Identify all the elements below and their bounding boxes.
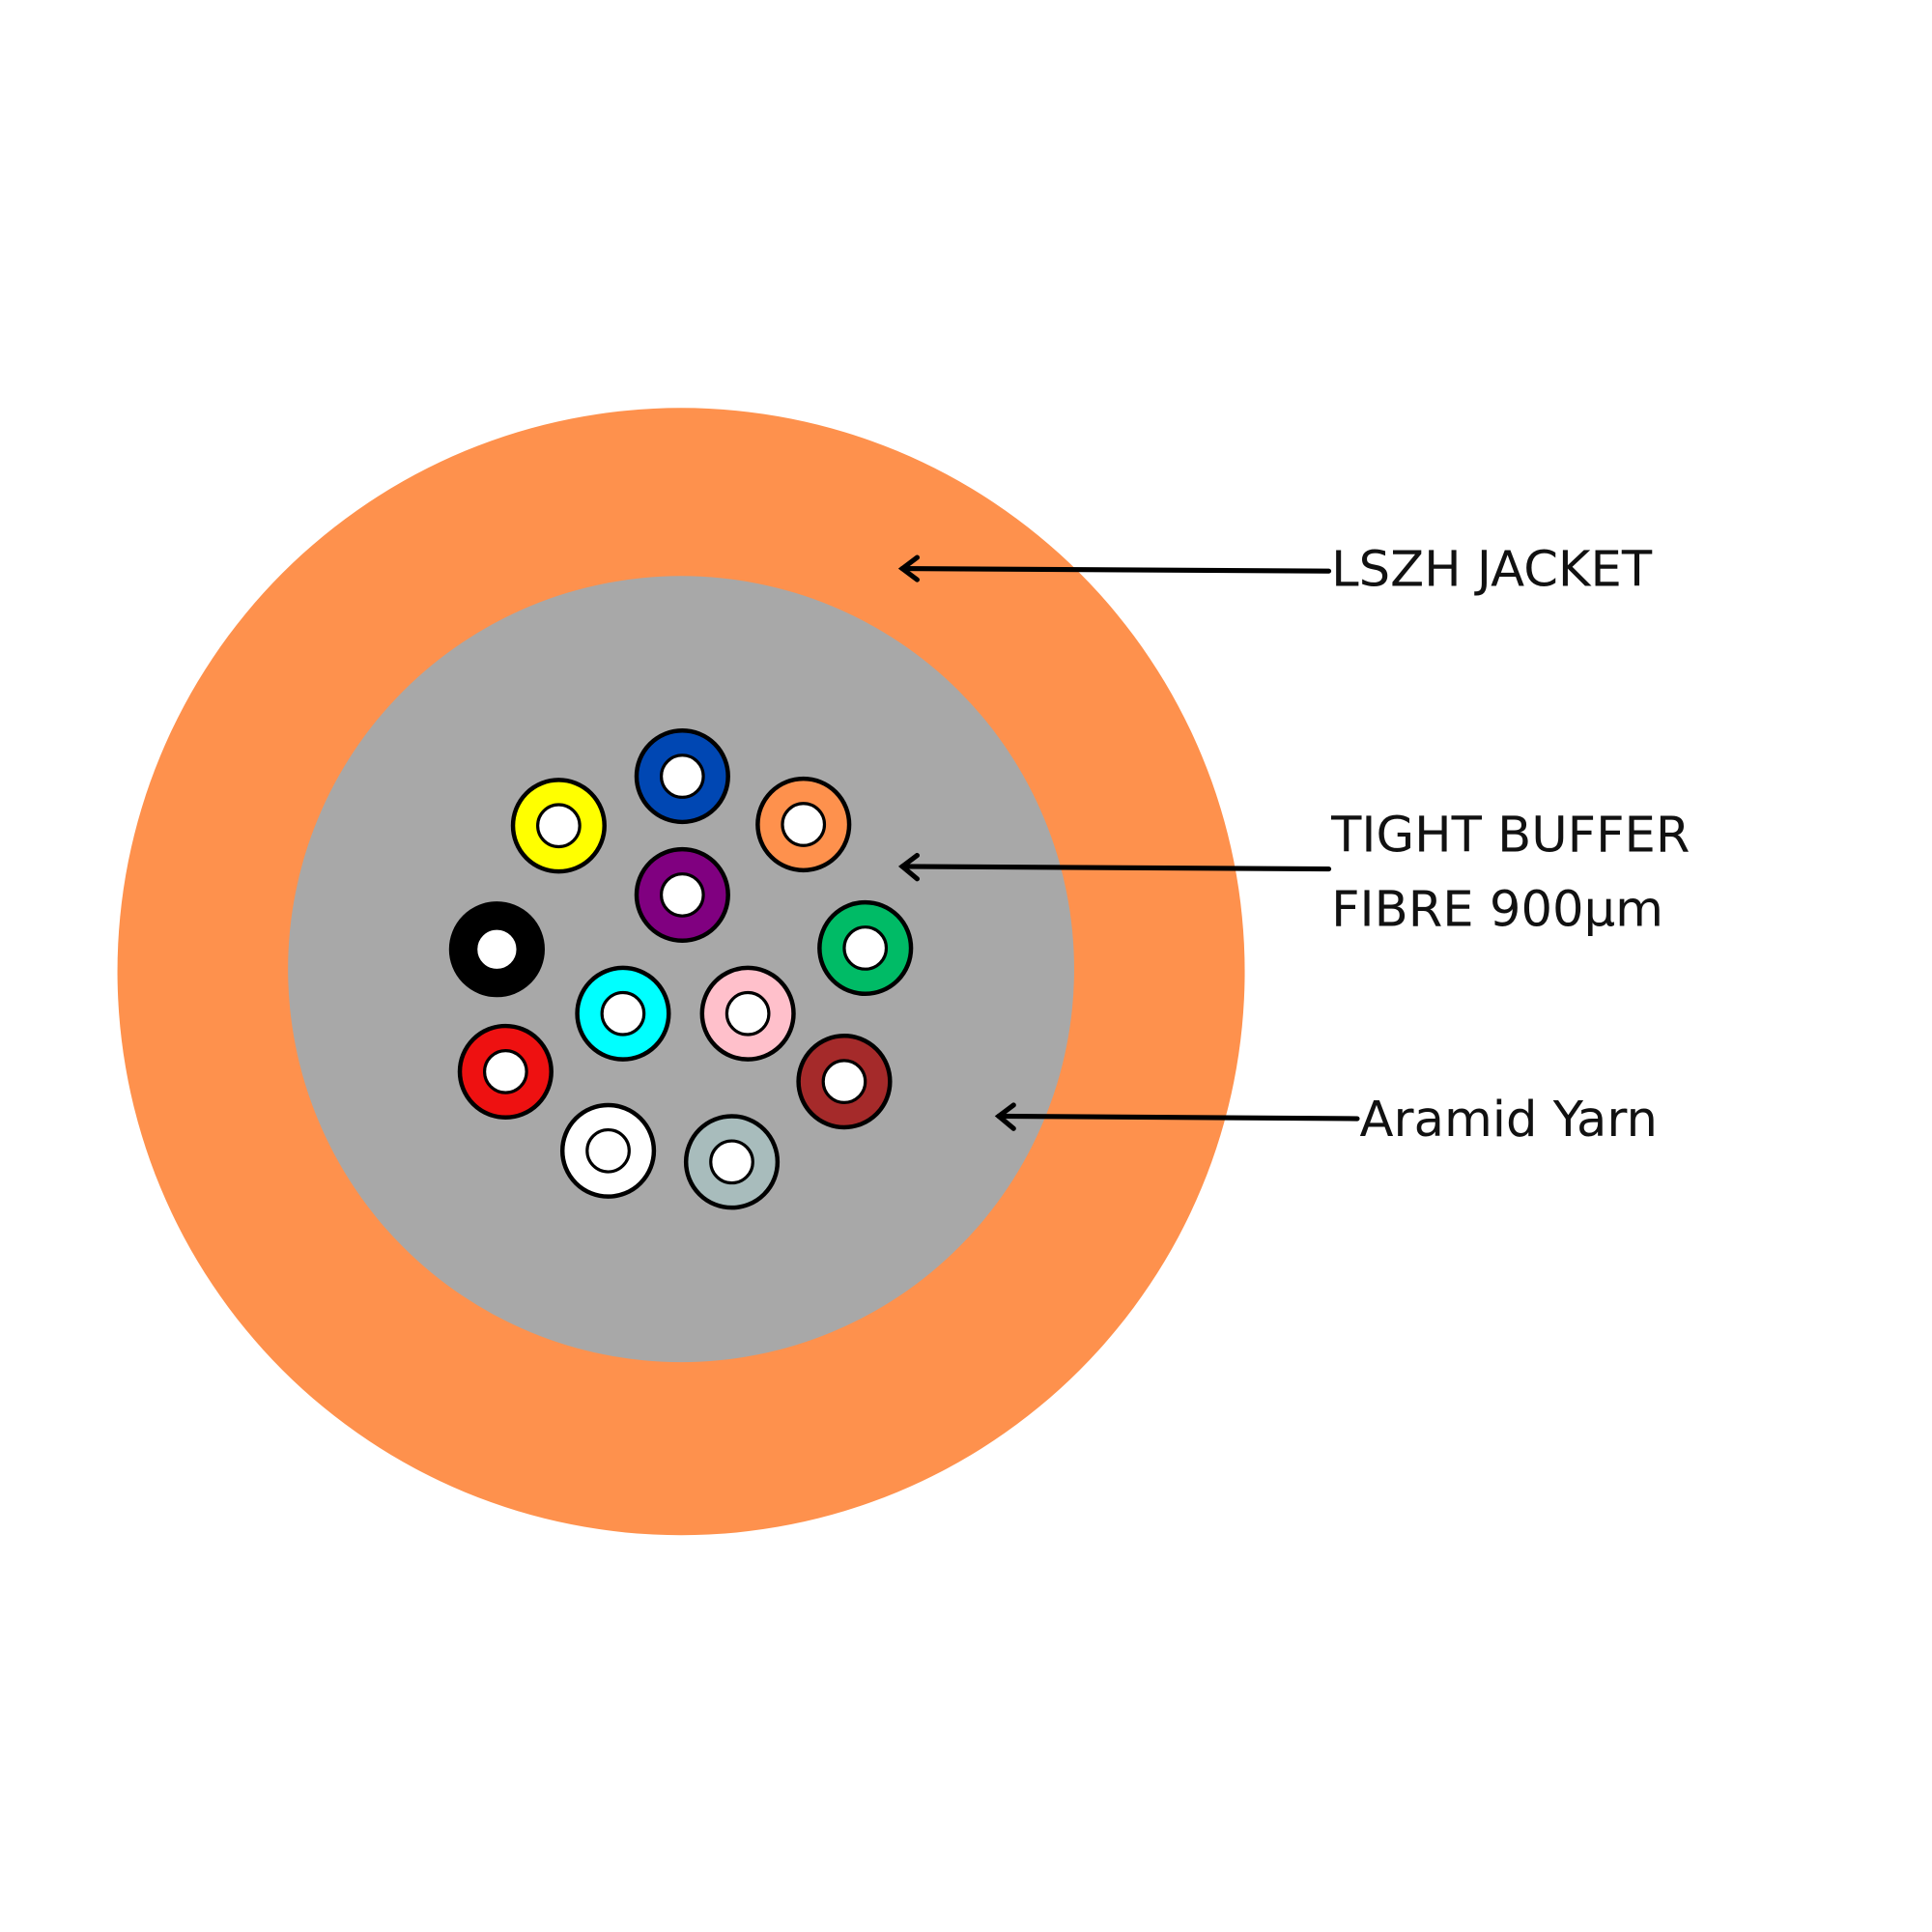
fibre-bundle xyxy=(448,727,914,1210)
fibre-slate xyxy=(683,1114,781,1210)
fibre-core xyxy=(600,990,646,1037)
fibre-yellow xyxy=(510,778,607,874)
jacket-label: LSZH JACKET xyxy=(1331,541,1653,599)
fibre-white xyxy=(559,1102,657,1199)
fibre-orange xyxy=(755,776,852,873)
aramid-label: Aramid Yarn xyxy=(1360,1091,1658,1149)
fibre-core xyxy=(659,872,705,918)
fibre-core xyxy=(585,1127,631,1174)
fibre-blue xyxy=(634,727,730,825)
fibre-core xyxy=(842,925,889,971)
aramid-arrow xyxy=(994,1102,1360,1131)
fibre-brown xyxy=(796,1034,893,1130)
fibre-purple xyxy=(634,846,730,944)
fibre-core xyxy=(474,926,520,973)
jacket-arrow xyxy=(897,554,1332,582)
buffer-arrow xyxy=(897,852,1332,882)
fibre-core xyxy=(821,1059,867,1104)
buffer-label-line2: FIBRE 900µm xyxy=(1331,880,1663,938)
fibre-core xyxy=(781,802,827,847)
aramid-yarn-layer xyxy=(288,576,1074,1363)
fibre-core xyxy=(483,1049,528,1094)
fibre-core xyxy=(724,990,771,1037)
fibre-core xyxy=(659,753,705,799)
fibre-black xyxy=(448,901,545,998)
fibre-red xyxy=(457,1023,554,1120)
buffer-label-line1: TIGHT BUFFER xyxy=(1330,807,1690,865)
fibre-core xyxy=(709,1139,754,1185)
fibre-green xyxy=(817,899,914,997)
fibre-cyan xyxy=(575,965,671,1062)
fibre-core xyxy=(536,803,582,849)
fibre-pink xyxy=(699,965,796,1062)
